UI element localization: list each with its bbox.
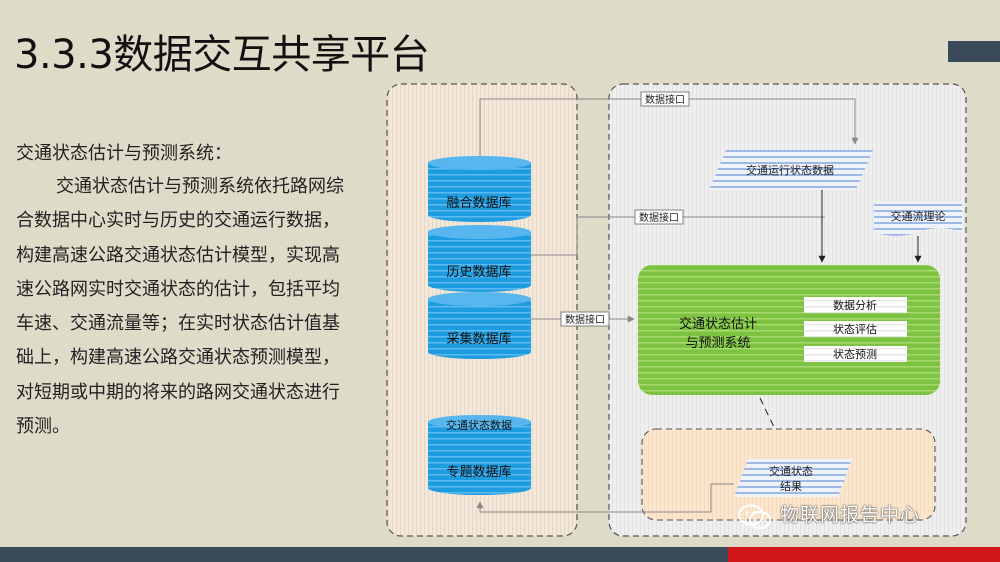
description-title: 交通状态估计与预测系统： [16,143,232,164]
fusion-database-cylinder [428,156,531,222]
function-box-analysis [804,297,907,313]
collect-database-label: 采集数据库 [446,331,511,347]
result-shape [734,459,852,497]
result-label-line1: 交通状态 [769,464,813,478]
interface-lower-label: 数据接口 [565,313,605,326]
topic-database-cylinder [428,415,531,495]
history-database-cylinder [428,225,531,292]
collect-database-cylinder [428,292,531,359]
flow-theory-label: 交通流理论 [891,209,946,223]
description-body: 交通状态估计与预测系统依托路网综合数据中心实时与历史的交通运行数据，构建高速公路… [16,176,344,438]
interface-middle-box [634,209,684,225]
function-label-evaluate: 状态评估 [833,322,877,336]
system-label-line2: 与预测系统 [685,336,750,351]
watermark-text: 物联网报告中心 [780,504,921,526]
topic-database-label: 专题数据库 [446,464,511,480]
running-state-data-label: 交通运行状态数据 [746,163,834,177]
fusion-database-label: 融合数据库 [446,195,511,211]
function-box-predict [804,346,907,362]
footer-bar-dark [0,547,728,562]
topic-database-top-label: 交通状态数据 [446,418,512,432]
function-label-predict: 状态预测 [833,347,877,361]
flow-line-result-to-topic [476,483,734,513]
running-state-data-shape [709,150,873,190]
function-box-evaluate [804,321,907,337]
flow-line-middle [531,216,825,256]
history-database-label: 历史数据库 [446,264,511,280]
function-label-analysis: 数据分析 [833,298,877,312]
corner-accent-bar [948,41,1000,62]
slide-title: 3.3.3数据交互共享平台 [14,32,430,78]
interface-middle-label: 数据接口 [639,211,679,224]
interface-top-box [640,91,690,107]
interface-top-label: 数据接口 [645,93,685,106]
result-label-line2: 结果 [780,480,802,493]
footer-bar-red [728,547,1000,562]
flow-theory-shape [874,202,962,236]
interface-lower-box [560,311,610,327]
system-label-line1: 交通状态估计 [679,316,757,332]
wechat-icon [738,504,771,529]
